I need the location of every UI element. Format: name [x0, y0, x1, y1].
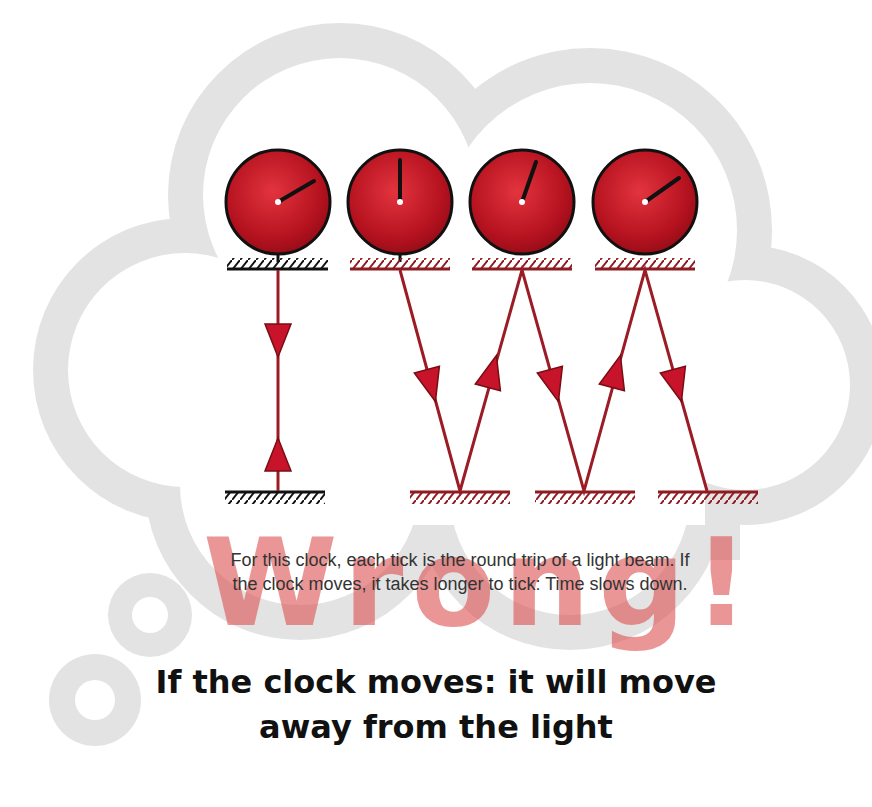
beam-arrowhead [265, 324, 291, 357]
thought-cloud-interior [68, 58, 850, 720]
clock [226, 150, 330, 262]
clock [348, 150, 452, 262]
thought-cloud [33, 23, 872, 746]
clock-pivot [397, 199, 403, 205]
clock-pivot [519, 199, 525, 205]
clock-face [593, 150, 697, 254]
mirror-hatch [227, 258, 328, 268]
light-beams [278, 270, 707, 491]
beam-arrowhead [599, 352, 633, 391]
top-mirrors [227, 258, 695, 269]
clock-face [348, 150, 452, 254]
clock-hand [398, 160, 402, 202]
clock-pivot [275, 199, 281, 205]
cloud-tail-bubble [132, 597, 168, 633]
clock [470, 150, 574, 254]
clock-hand [278, 181, 314, 202]
clock-pivot [642, 199, 648, 205]
cloud-tail-bubble [75, 680, 115, 720]
clock-faces [226, 150, 697, 262]
beam-arrowhead [660, 366, 694, 405]
beam-arrows [265, 324, 694, 471]
cloud-tail-bubble [49, 654, 141, 746]
clock [593, 150, 697, 254]
mirror-hatch [350, 258, 450, 268]
clock-hand [645, 178, 679, 202]
clock-face [470, 150, 574, 254]
mirror-hatch [225, 493, 325, 504]
mirror-hatch [658, 493, 758, 504]
mirror-hatch [535, 493, 635, 504]
bottom-mirrors [225, 492, 758, 504]
beam-arrowhead [475, 352, 509, 391]
figure-note: For this clock, each tick is the round t… [222, 548, 698, 597]
beam-arrowhead [537, 366, 571, 405]
caption-text: If the clock moves: it will move away fr… [116, 660, 756, 750]
light-beam [400, 270, 707, 491]
clock-hand [522, 162, 536, 202]
cloud-body [180, 230, 740, 560]
beam-arrowhead [265, 438, 291, 471]
clock-face [226, 150, 330, 254]
cloud-tail-bubble [108, 573, 192, 657]
beam-arrowhead [414, 366, 448, 405]
